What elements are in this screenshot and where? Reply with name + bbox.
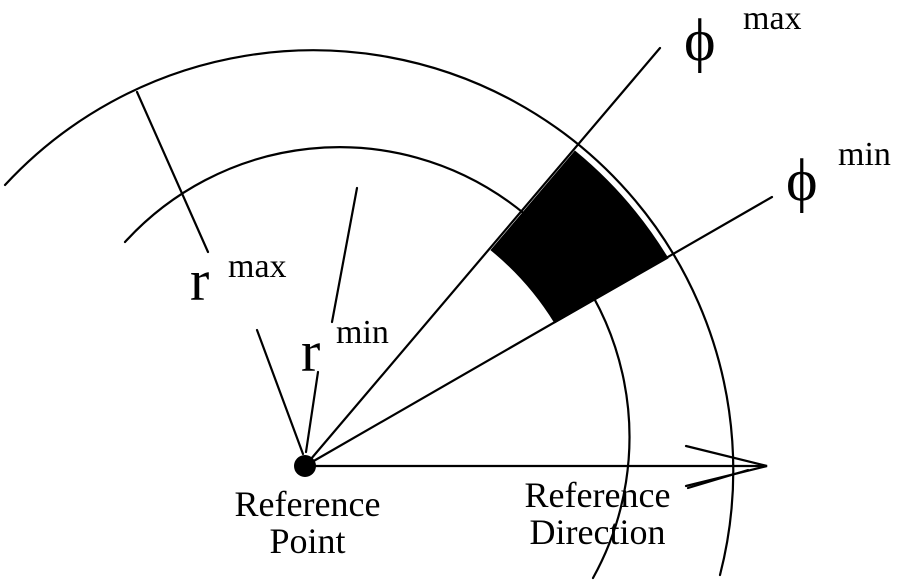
phi-max-superscript: max bbox=[743, 0, 802, 37]
phi-min-ray bbox=[303, 195, 774, 468]
r-max-superscript: max bbox=[228, 248, 287, 285]
reference-point-label-line2: Point bbox=[269, 520, 346, 561]
reference-direction-label: Reference Direction bbox=[500, 477, 695, 550]
reference-point-dot bbox=[294, 455, 316, 477]
reference-direction-leader bbox=[686, 468, 750, 490]
phi-max-ray bbox=[303, 46, 662, 468]
phi-min-superscript: min bbox=[838, 136, 891, 173]
reference-point-label-line1: Reference bbox=[234, 484, 381, 524]
r-min-radius-line bbox=[330, 186, 359, 324]
reference-direction-arrowhead bbox=[684, 444, 768, 488]
reference-point-label: Reference Point bbox=[205, 486, 410, 559]
phi-max-symbol: ϕ bbox=[684, 7, 716, 73]
r-max-radius-line-lower bbox=[255, 328, 305, 456]
phi-min-symbol: ϕ bbox=[786, 147, 818, 213]
r-max-base: r bbox=[190, 248, 210, 313]
r-min-superscript: min bbox=[336, 314, 389, 351]
r-min-radius-line-lower bbox=[304, 370, 320, 454]
shaded-region bbox=[490, 150, 669, 324]
outer-arc bbox=[3, 49, 735, 577]
r-max-radius-line bbox=[135, 90, 210, 254]
reference-direction-label-line2: Direction bbox=[529, 511, 666, 552]
r-min-base: r bbox=[301, 319, 321, 384]
inner-arc bbox=[123, 146, 631, 580]
reference-direction-label-line1: Reference bbox=[524, 475, 671, 515]
